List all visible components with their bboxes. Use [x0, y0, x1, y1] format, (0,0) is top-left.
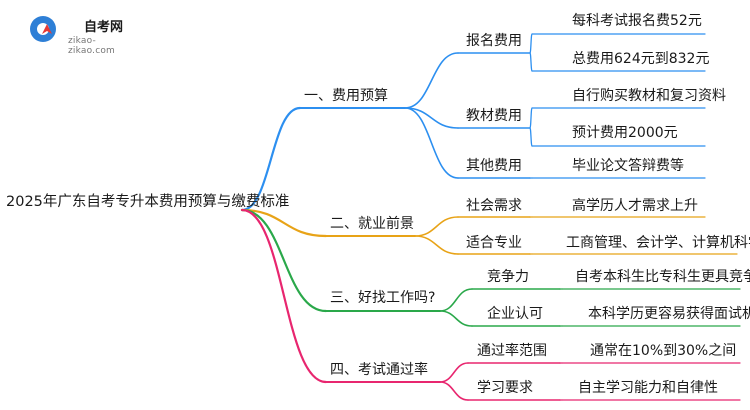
leaf-label: 毕业论文答辩费等 — [572, 158, 684, 174]
leaf-label: 通常在10%到30%之间 — [590, 343, 737, 359]
logo-url: zikao-zikao.com — [68, 36, 116, 56]
leaf-label: 工商管理、会计学、计算机科学 — [566, 235, 750, 251]
branch-to-child-connector — [439, 362, 469, 383]
branch-label: 一、费用预算 — [304, 88, 388, 104]
leaf-label: 总费用624元到832元 — [572, 51, 710, 67]
child-to-leaf-connector — [529, 52, 533, 72]
child-label: 社会需求 — [466, 198, 522, 214]
root-to-branch-connector — [240, 208, 328, 238]
site-logo[interactable]: 自考网 zikao-zikao.com — [30, 14, 140, 56]
root-topic: 2025年广东自考专升本费用预算与缴费标准 — [6, 194, 290, 210]
leaf-label: 每科考试报名费52元 — [572, 13, 702, 29]
branch-label: 三、好找工作吗? — [330, 290, 436, 306]
child-label: 报名费用 — [466, 33, 522, 49]
branch-to-child-connector — [404, 107, 459, 179]
branch-to-child-connector — [439, 288, 473, 312]
root-to-branch-connector — [240, 208, 328, 384]
leaf-label: 自考本科生比专科生更具竞争力 — [575, 269, 750, 285]
child-to-leaf-connector — [529, 107, 533, 129]
logo-title: 自考网 — [84, 20, 124, 35]
branch-label: 四、考试通过率 — [330, 362, 428, 378]
branch-to-child-connector — [414, 216, 459, 237]
leaf-label: 自主学习能力和自律性 — [578, 380, 718, 396]
child-to-leaf-connector — [529, 127, 533, 147]
child-to-leaf-connector — [529, 33, 533, 54]
child-label: 学习要求 — [477, 380, 533, 396]
child-label: 竞争力 — [487, 269, 529, 285]
root-to-branch-connector — [240, 208, 328, 313]
leaf-label: 本科学历更容易获得面试机会 — [588, 306, 750, 322]
branch-to-child-connector — [414, 235, 459, 255]
branch-label: 二、就业前景 — [330, 216, 414, 232]
child-label: 企业认可 — [487, 306, 543, 322]
child-label: 其他费用 — [466, 158, 522, 174]
leaf-label: 高学历人才需求上升 — [572, 198, 698, 214]
root-to-branch-connector — [240, 106, 302, 212]
child-label: 适合专业 — [466, 235, 522, 251]
leaf-label: 自行购买教材和复习资料 — [572, 88, 726, 104]
branch-to-child-connector — [439, 310, 473, 327]
pen-nib-icon — [42, 24, 52, 34]
branch-to-child-connector — [404, 107, 459, 129]
child-label: 通过率范围 — [477, 343, 547, 359]
branch-to-child-connector — [439, 381, 469, 401]
child-label: 教材费用 — [466, 108, 522, 124]
branch-to-child-connector — [404, 52, 459, 109]
leaf-label: 预计费用2000元 — [572, 125, 678, 141]
